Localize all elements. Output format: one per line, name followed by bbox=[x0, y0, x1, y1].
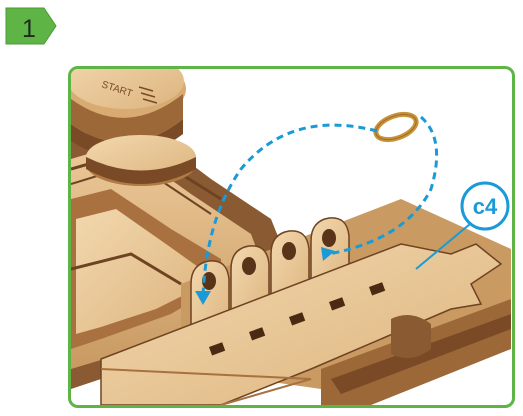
rubber-band bbox=[373, 109, 420, 144]
gear-stack bbox=[86, 135, 196, 186]
illustration-frame: START bbox=[68, 66, 515, 408]
assembly-illustration: START bbox=[71, 69, 512, 405]
callout-label: c4 bbox=[473, 194, 498, 219]
step-number: 1 bbox=[14, 15, 44, 43]
step-badge: 1 bbox=[4, 6, 62, 46]
